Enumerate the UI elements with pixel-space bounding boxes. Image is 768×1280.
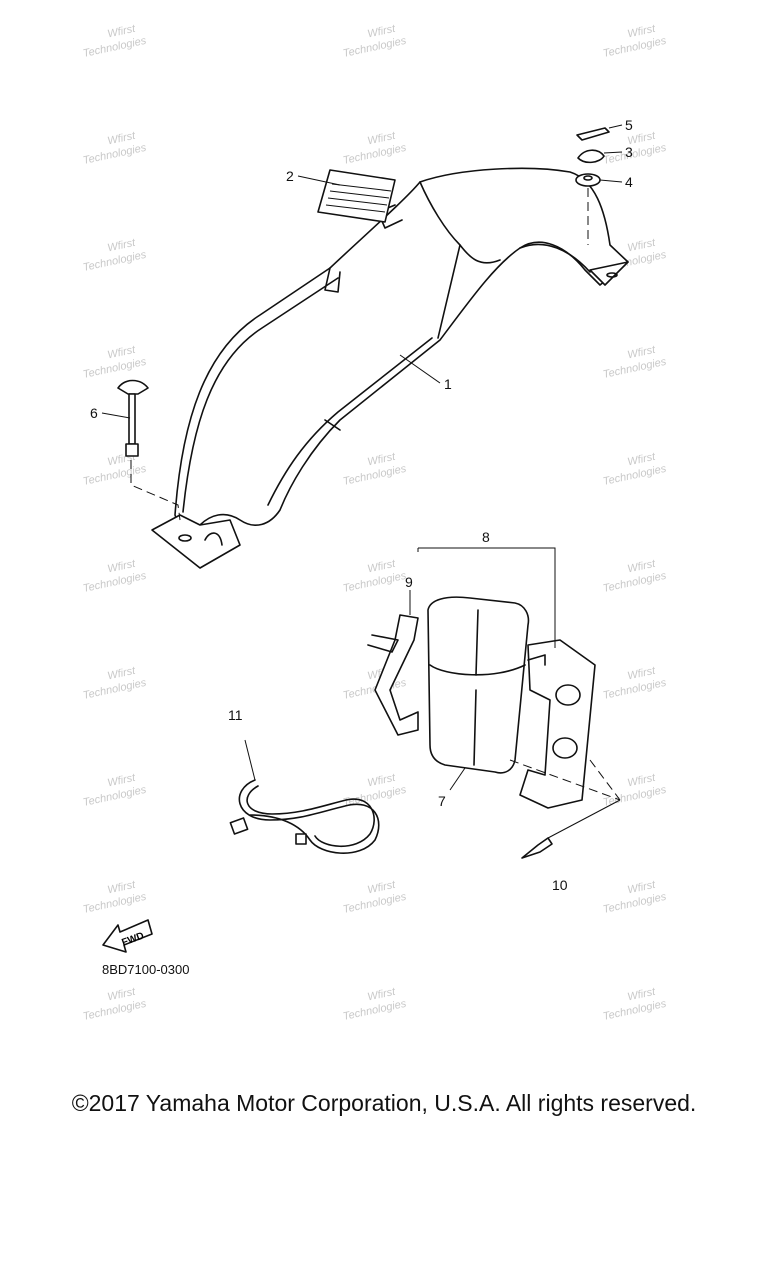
- watermark-text: Wfirst: [626, 772, 657, 790]
- forward-arrow-icon: FWD: [102, 919, 153, 953]
- callout-numbers: 1 2 3 4 5 6 7 8 9 10 11: [90, 117, 633, 893]
- watermark-text: Wfirst: [106, 558, 137, 576]
- watermark-text: Wfirst: [106, 986, 137, 1004]
- watermark-text: Wfirst: [626, 237, 657, 255]
- watermark-text: Wfirst: [626, 879, 657, 897]
- watermark-text: Wfirst: [106, 344, 137, 362]
- callout-6: 6: [90, 405, 98, 421]
- watermark-text: Wfirst: [366, 451, 397, 469]
- watermark-text: Wfirst: [366, 986, 397, 1004]
- watermark-text: Wfirst: [366, 879, 397, 897]
- watermark-text: Wfirst: [366, 23, 397, 41]
- rivet-part: [521, 799, 621, 859]
- watermark-text: Wfirst: [626, 986, 657, 1004]
- watermark-text: Wfirst: [106, 665, 137, 683]
- callout-8: 8: [482, 529, 490, 545]
- watermark-text: Wfirst: [106, 237, 137, 255]
- watermark-text: Wfirst: [106, 879, 137, 897]
- callout-11: 11: [228, 707, 243, 723]
- callout-1: 1: [444, 376, 452, 392]
- watermark-text: Wfirst: [106, 130, 137, 148]
- watermark-text: Wfirst: [106, 772, 137, 790]
- callout-7: 7: [438, 793, 446, 809]
- watermark-text: Wfirst: [626, 451, 657, 469]
- canister-assembly-part: [367, 596, 621, 809]
- decal-label-part: [317, 169, 396, 223]
- fastener-parts: [575, 127, 610, 245]
- watermark-text: Wfirst: [626, 558, 657, 576]
- watermark-text: Wfirst: [106, 23, 137, 41]
- callout-4: 4: [625, 174, 633, 190]
- watermark-text: Wfirst: [626, 344, 657, 362]
- callout-3: 3: [625, 144, 633, 160]
- watermark-text: Wfirst: [366, 558, 397, 576]
- callout-9: 9: [405, 574, 413, 590]
- callout-5: 5: [625, 117, 633, 133]
- watermark-text: Wfirst: [626, 23, 657, 41]
- watermark-text: Wfirst: [366, 772, 397, 790]
- callout-2: 2: [286, 168, 294, 184]
- diagram-code: 8BD7100-0300: [102, 962, 190, 977]
- rear-fender-part: [151, 167, 629, 569]
- wing-bolt-part: [117, 379, 181, 521]
- copyright-notice: ©2017 Yamaha Motor Corporation, U.S.A. A…: [71, 1090, 697, 1116]
- hose-part: [229, 739, 380, 854]
- watermark-text: Wfirst: [626, 130, 657, 148]
- watermark-text: Wfirst: [626, 665, 657, 683]
- callout-leaders: [101, 124, 623, 791]
- watermark-text: Wfirst: [366, 130, 397, 148]
- callout-10: 10: [552, 877, 568, 893]
